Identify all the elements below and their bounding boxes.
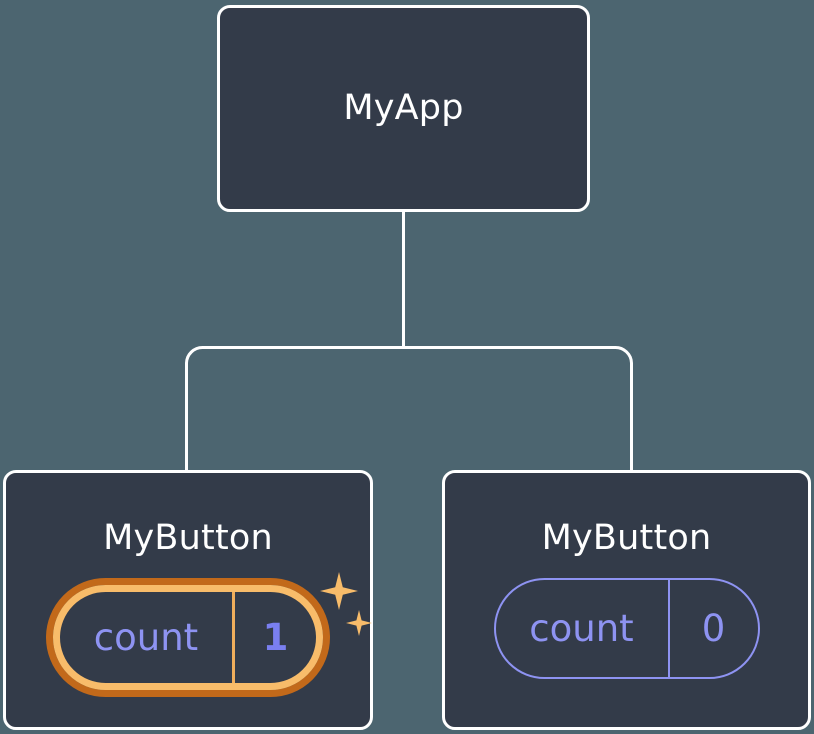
node-title: MyButton <box>541 518 712 558</box>
state-pill[interactable]: count 0 <box>493 578 760 679</box>
tree-node-mybutton-left[interactable]: MyButton count 1 <box>3 470 373 730</box>
state-pill-highlighted[interactable]: count 1 <box>46 578 330 697</box>
tree-node-myapp[interactable]: MyApp <box>217 5 590 212</box>
state-value-label: 0 <box>701 607 726 650</box>
tree-node-mybutton-right[interactable]: MyButton count 0 <box>442 470 811 730</box>
connector-child-bus <box>185 345 633 470</box>
state-pill-wrapper-right: count 0 <box>493 578 760 679</box>
state-pill-inner-ring: count 1 <box>53 585 323 690</box>
state-key-label: count <box>60 592 235 683</box>
node-title: MyApp <box>343 88 464 128</box>
state-key-label: count <box>496 580 670 677</box>
sparkle-large-icon <box>320 572 358 610</box>
node-title: MyButton <box>103 518 273 558</box>
sparkle-small-icon <box>346 610 372 636</box>
state-value-label: 1 <box>262 616 289 659</box>
state-pill-wrapper-left: count 1 <box>46 572 372 697</box>
